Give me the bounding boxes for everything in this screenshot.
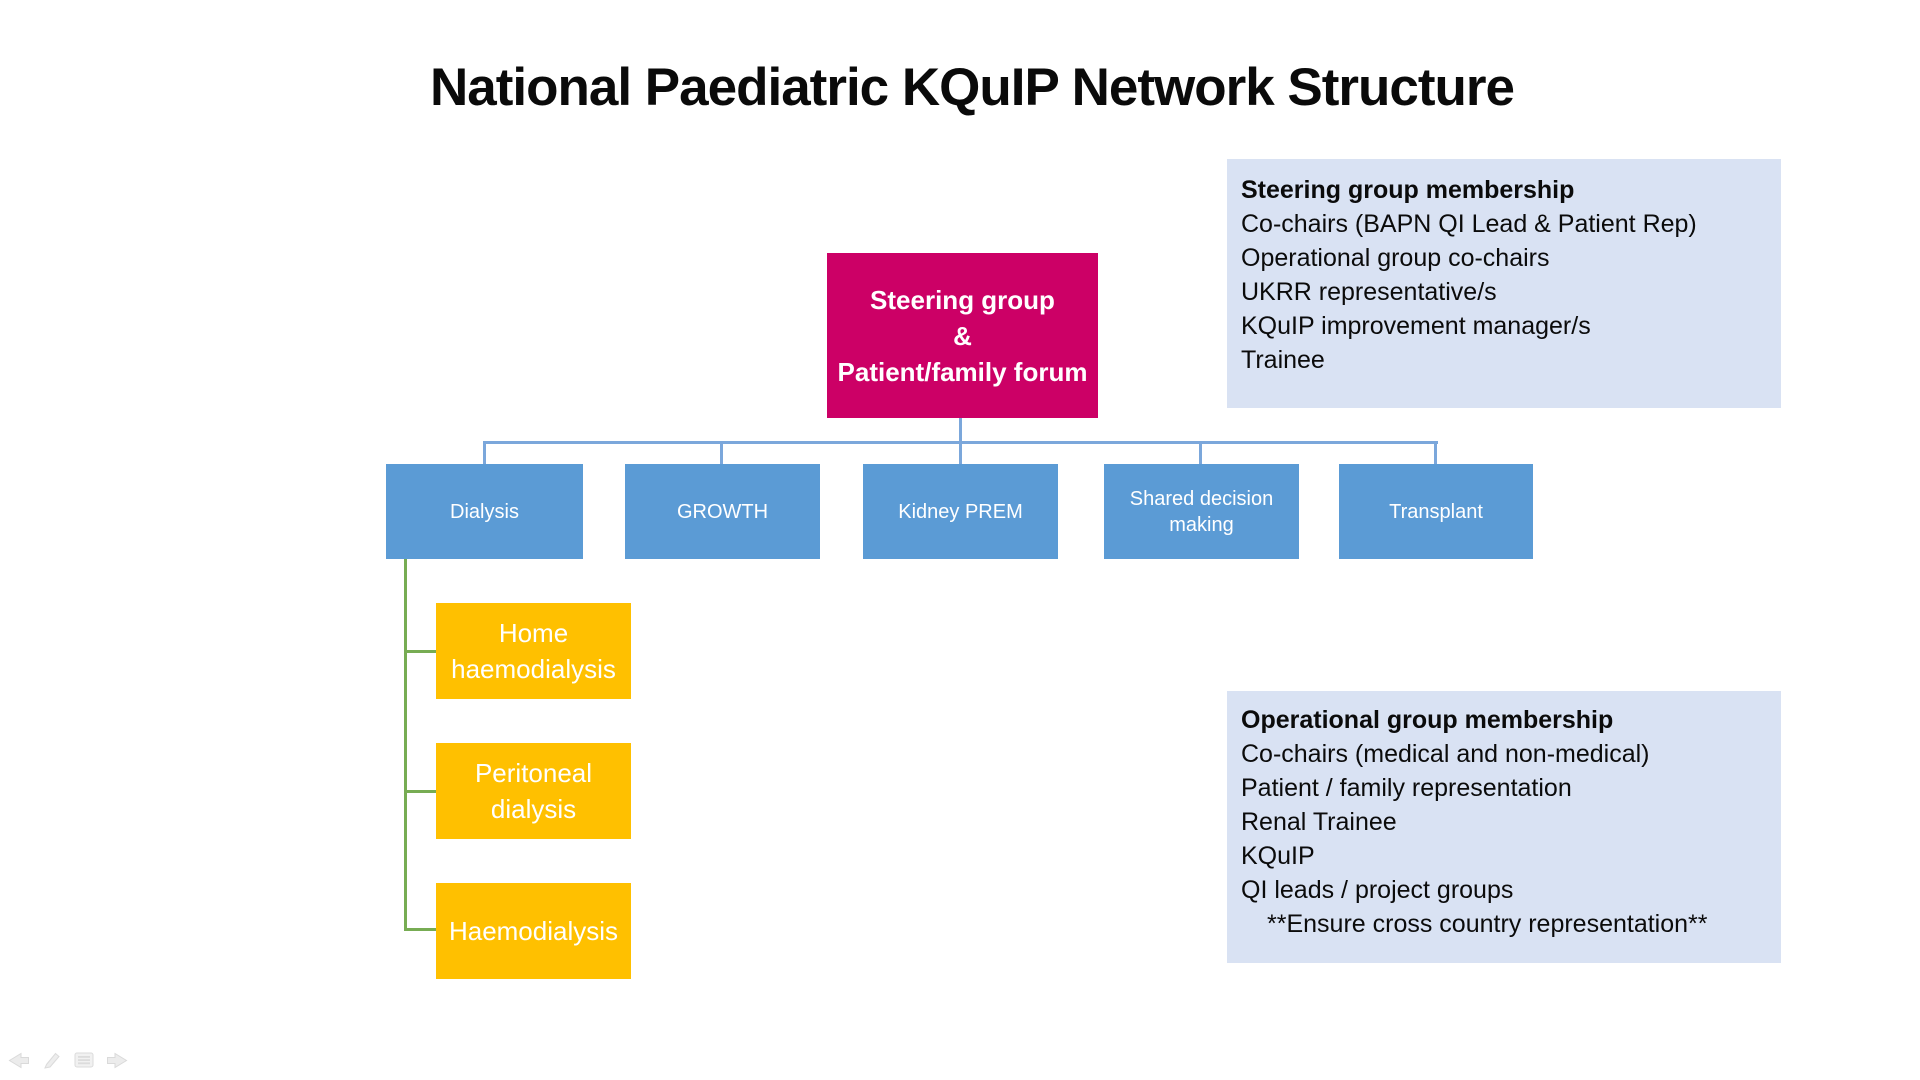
sub-box-label: Peritoneal dialysis [474,758,593,824]
connector-stub-shared-decision [1199,441,1202,465]
operational-panel-item: Renal Trainee [1241,808,1397,836]
workstream-box-shared-decision-making: Shared decision making [1104,464,1299,559]
sub-box-peritoneal-dialysis: Peritoneal dialysis [436,743,631,839]
workstream-label: Kidney PREM [898,500,1023,523]
connector-stub-transplant [1434,441,1437,465]
previous-slide-icon[interactable] [8,1052,30,1069]
next-slide-icon[interactable] [106,1052,128,1069]
root-box-line: Steering group [870,284,1055,315]
pen-icon[interactable] [42,1051,62,1069]
presenter-controls [8,1048,138,1072]
steering-group-root-box: Steering group & Patient/family forum [827,253,1098,418]
sub-box-home-haemodialysis: Home haemodialysis [436,603,631,699]
workstream-label: Transplant [1389,500,1483,523]
operational-panel-item: KQuIP [1241,842,1315,870]
steering-panel-item: Operational group co-chairs [1241,244,1550,272]
connector-stub-growth [720,441,723,465]
workstream-label: Dialysis [450,500,519,523]
slide-title: National Paediatric KQuIP Network Struct… [429,58,1515,117]
workstream-box-growth: GROWTH [625,464,820,559]
connector-horizontal-rail [483,441,1438,444]
steering-panel-item: UKRR representative/s [1241,278,1497,306]
workstream-box-dialysis: Dialysis [386,464,583,559]
steering-panel-item: Trainee [1241,346,1325,374]
operational-panel-item: **Ensure cross country representation** [1267,910,1708,938]
steering-membership-panel: Steering group membership Co-chairs (BAP… [1227,159,1781,408]
steering-panel-item: Co-chairs (BAPN QI Lead & Patient Rep) [1241,210,1697,238]
operational-panel-item: Patient / family representation [1241,774,1572,802]
slide-navigator-icon[interactable] [74,1052,94,1068]
connector-stub-peritoneal-dialysis [404,790,436,793]
sub-box-label: Haemodialysis [448,916,619,946]
steering-panel-item: KQuIP improvement manager/s [1241,312,1591,340]
operational-panel-item: QI leads / project groups [1241,876,1514,904]
operational-panel-item: Co-chairs (medical and non-medical) [1241,740,1650,768]
workstream-box-kidney-prem: Kidney PREM [863,464,1058,559]
sub-box-label: Home haemodialysis [451,618,616,684]
steering-panel-title: Steering group membership [1241,176,1575,204]
workstream-label: GROWTH [676,500,769,523]
connector-stub-haemodialysis [404,928,436,931]
operational-panel-title: Operational group membership [1241,706,1614,734]
connector-stub-home-haemodialysis [404,650,436,653]
connector-dialysis-vertical [404,559,407,931]
workstream-box-transplant: Transplant [1339,464,1533,559]
sub-box-haemodialysis: Haemodialysis [436,883,631,979]
root-box-line: & [953,320,972,351]
operational-membership-panel: Operational group membership Co-chairs (… [1227,691,1781,963]
connector-stub-dialysis [483,441,486,465]
workstream-label: Shared decision making [1129,487,1274,536]
root-box-line: Patient/family forum [837,356,1088,387]
